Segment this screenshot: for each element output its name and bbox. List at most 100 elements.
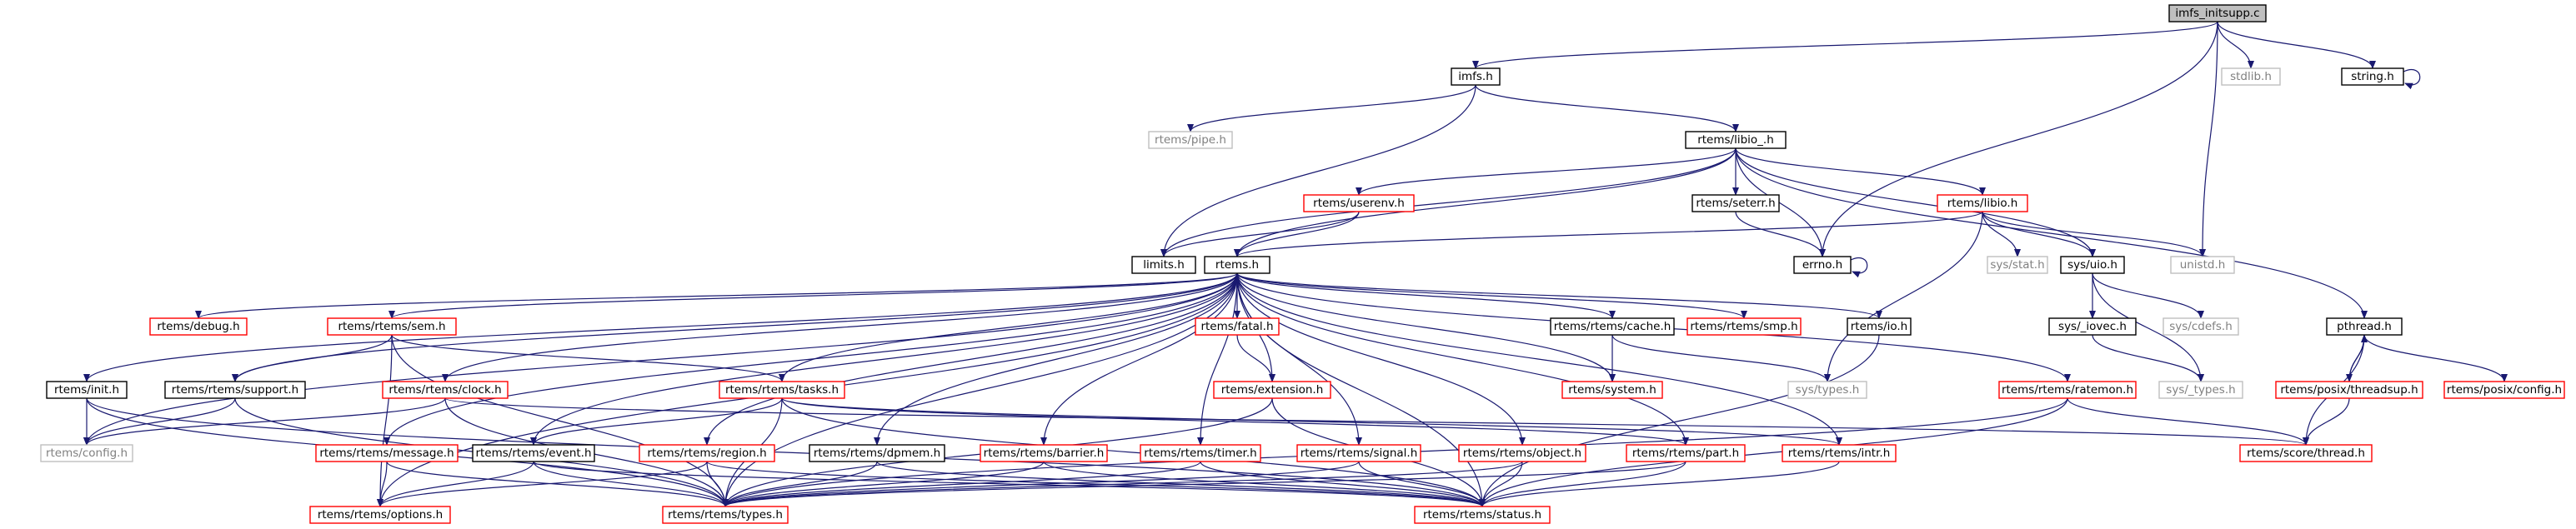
node-event-label: rtems/rtems/event.h (475, 447, 591, 460)
edge-sem-to-options (377, 334, 393, 507)
node-limits[interactable]: limits.h (1131, 256, 1196, 274)
node-io[interactable]: rtems/io.h (1847, 317, 1912, 336)
node-threadsup[interactable]: rtems/posix/threadsup.h (2275, 381, 2423, 399)
edge-rtems-to-sem (388, 272, 1238, 319)
node-region[interactable]: rtems/rtems/region.h (639, 444, 775, 462)
node-status-box (1414, 506, 1551, 524)
node-fatal-label: rtems/fatal.h (1200, 320, 1273, 333)
node-stdlib-box (2221, 67, 2281, 86)
node-extension[interactable]: rtems/extension.h (1213, 381, 1331, 399)
edge-event-to-options (377, 461, 534, 507)
node-libio[interactable]: rtems/libio.h (1937, 194, 2028, 212)
node-message[interactable]: rtems/rtems/message.h (315, 444, 459, 462)
node-syscdefs-box (2163, 317, 2239, 336)
node-imfs[interactable]: imfs.h (1451, 67, 1501, 86)
node-support-label: rtems/rtems/support.h (172, 383, 298, 397)
node-scorethread[interactable]: rtems/score/thread.h (2239, 444, 2373, 462)
edge-rtems-to-dpmem (874, 272, 1238, 446)
node-signal[interactable]: rtems/rtems/signal.h (1296, 444, 1421, 462)
edge-seterr-to-errno (1735, 211, 1826, 257)
node-cache-box (1550, 317, 1675, 336)
node-intr[interactable]: rtems/rtems/intr.h (1782, 444, 1897, 462)
node-pthread-box (2326, 317, 2403, 336)
edge-fatal-to-extension (1236, 334, 1275, 382)
node-system[interactable]: rtems/system.h (1561, 381, 1663, 399)
node-intr-box (1782, 444, 1897, 462)
node-libio_-box (1685, 131, 1787, 149)
node-tasks-box (719, 381, 845, 399)
node-scorethread-label: rtems/score/thread.h (2247, 447, 2365, 460)
node-init[interactable]: rtems/init.h (46, 381, 128, 399)
node-errno-box (1793, 256, 1852, 274)
node-errno[interactable]: errno.h (1793, 256, 1852, 274)
edge-root-to-stdlib (2217, 21, 2254, 69)
node-userenv-box (1303, 194, 1415, 212)
node-dpmem[interactable]: rtems/rtems/dpmem.h (809, 444, 945, 462)
node-event[interactable]: rtems/rtems/event.h (472, 444, 595, 462)
node-posixconfig[interactable]: rtems/posix/config.h (2443, 381, 2565, 399)
edge-libio_-to-rtems (1234, 147, 1737, 257)
node-tasks[interactable]: rtems/rtems/tasks.h (719, 381, 845, 399)
node-rtems[interactable]: rtems.h (1204, 256, 1270, 274)
node-sem-box (327, 317, 457, 336)
node-smp-label: rtems/rtems/smp.h (1690, 320, 1797, 333)
edge-timer-to-status (1200, 461, 1486, 507)
node-debug[interactable]: rtems/debug.h (149, 317, 248, 336)
node-region-box (639, 444, 775, 462)
edge-part-to-status (1479, 461, 1686, 507)
node-support[interactable]: rtems/rtems/support.h (164, 381, 306, 399)
node-support-box (164, 381, 306, 399)
edge-sem-to-types (391, 334, 729, 507)
edge-root-to-imfs (1472, 21, 2218, 69)
edge-object-to-types (722, 461, 1523, 507)
node-pthread[interactable]: pthread.h (2326, 317, 2403, 336)
edge-rtems-to-io (1236, 272, 1882, 319)
node-userenv[interactable]: rtems/userenv.h (1303, 194, 1415, 212)
node-sysiovec-box (2048, 317, 2137, 336)
edge-intr-to-status (1479, 461, 1840, 507)
node-fatal[interactable]: rtems/fatal.h (1195, 317, 1280, 336)
node-types[interactable]: rtems/rtems/types.h (662, 506, 789, 524)
edge-userenv-to-limits (1160, 211, 1360, 257)
node-cache[interactable]: rtems/rtems/cache.h (1550, 317, 1675, 336)
node-string[interactable]: string.h (2341, 67, 2404, 86)
node-timer[interactable]: rtems/rtems/timer.h (1140, 444, 1261, 462)
node-pipe-box (1148, 131, 1233, 149)
edge-rtems-to-types (722, 272, 1238, 507)
node-part[interactable]: rtems/rtems/part.h (1626, 444, 1746, 462)
node-posixconfig-label: rtems/posix/config.h (2447, 383, 2562, 397)
edge-cache-to-systypes (1611, 334, 1831, 382)
edge-object-to-status (1479, 461, 1523, 507)
node-seterr[interactable]: rtems/seterr.h (1691, 194, 1780, 212)
node-barrier[interactable]: rtems/rtems/barrier.h (980, 444, 1108, 462)
edge-libio_-to-userenv (1356, 147, 1737, 196)
node-event-box (472, 444, 595, 462)
node-unistd: unistd.h (2170, 256, 2235, 274)
node-options[interactable]: rtems/rtems/options.h (309, 506, 451, 524)
node-message-box (315, 444, 459, 462)
node-sysuio-label: sys/uio.h (2067, 258, 2117, 272)
node-clock[interactable]: rtems/rtems/clock.h (382, 381, 509, 399)
node-errno-label: errno.h (1802, 258, 1842, 272)
edge-clock-to-scorethread (444, 397, 2309, 446)
edge-event-to-status (533, 461, 1486, 507)
edge-tasks-to-intr (781, 397, 1842, 446)
edge-threadsup-to-pthread (2348, 334, 2368, 382)
edge-signal-to-types (722, 461, 1360, 507)
node-status[interactable]: rtems/rtems/status.h (1414, 506, 1551, 524)
node-object[interactable]: rtems/rtems/object.h (1458, 444, 1586, 462)
node-ratemon[interactable]: rtems/rtems/ratemon.h (1998, 381, 2137, 399)
edge-libio_-to-libio (1735, 147, 1986, 196)
node-sysiovec[interactable]: sys/_iovec.h (2048, 317, 2137, 336)
edge-rtems-to-object (1236, 272, 1526, 446)
node-system-label: rtems/system.h (1568, 383, 1656, 397)
node-sysuio[interactable]: sys/uio.h (2060, 256, 2125, 274)
node-smp[interactable]: rtems/rtems/smp.h (1686, 317, 1802, 336)
edge-region-to-status (706, 461, 1486, 507)
edge-ratemon-to-scorethread (2067, 397, 2309, 446)
node-sem[interactable]: rtems/rtems/sem.h (327, 317, 457, 336)
node-part-label: rtems/rtems/part.h (1632, 447, 1739, 460)
node-libio_[interactable]: rtems/libio_.h (1685, 131, 1787, 149)
node-clock-label: rtems/rtems/clock.h (388, 383, 501, 397)
node-config-label: rtems/config.h (46, 447, 128, 460)
